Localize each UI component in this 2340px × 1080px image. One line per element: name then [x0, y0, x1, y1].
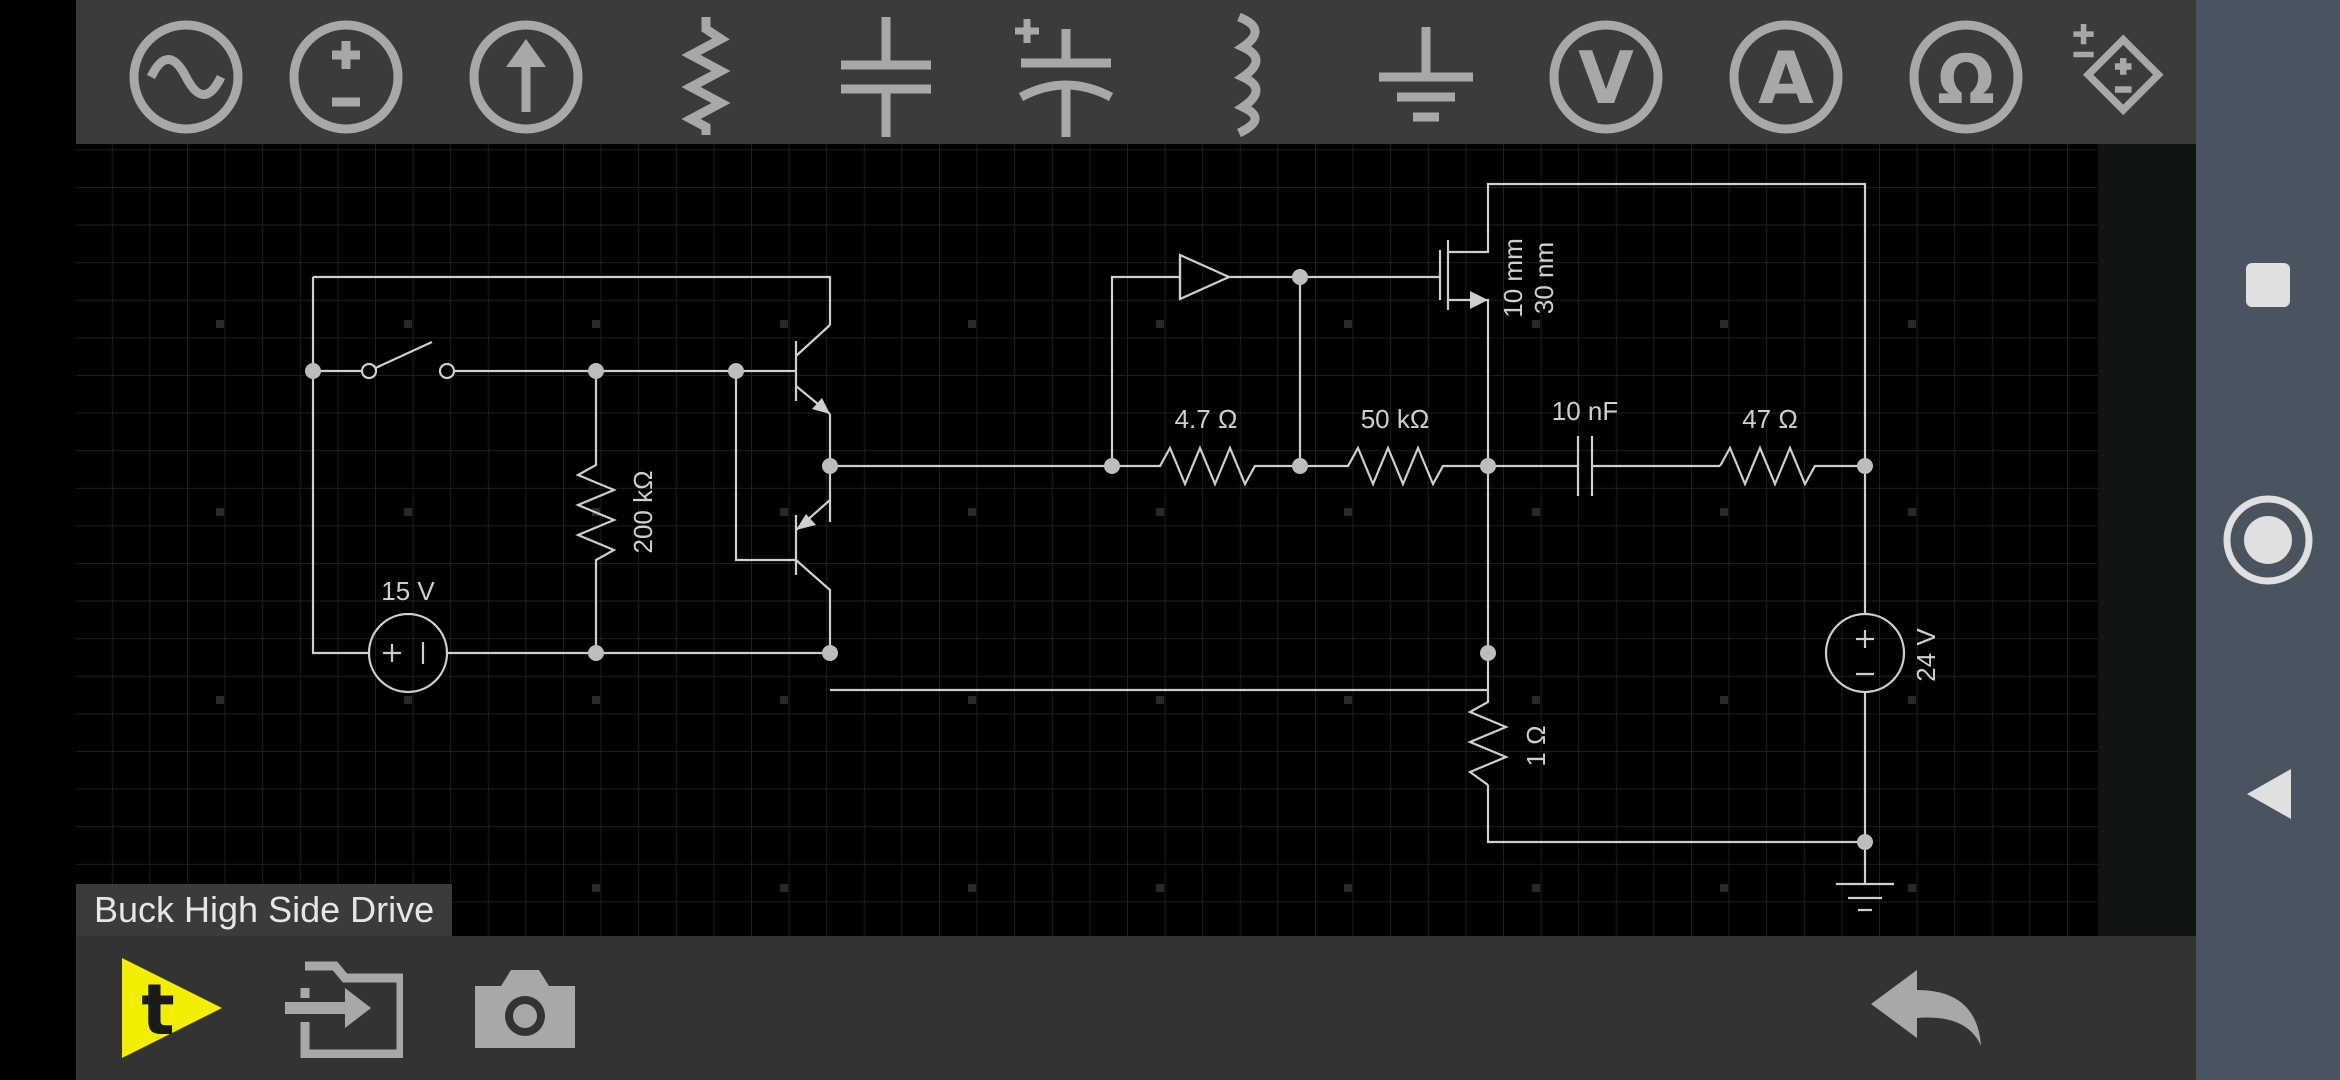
- grid-dot: [968, 320, 976, 328]
- label-200k: 200 kΩ: [628, 470, 658, 553]
- grid-dot: [1908, 320, 1916, 328]
- ohmmeter-tool[interactable]: Ω: [1886, 0, 2046, 144]
- system-navigation-bar: [2196, 0, 2340, 1080]
- label-1-ohm: 1 Ω: [1521, 725, 1551, 766]
- circuit-title: Buck High Side Drive: [76, 884, 453, 936]
- left-edge: [0, 0, 76, 1080]
- grid-dot: [1720, 320, 1728, 328]
- grid-dot: [592, 696, 600, 704]
- ground-icon: [1379, 27, 1473, 122]
- dc-voltage-source-tool[interactable]: [266, 0, 426, 144]
- home-icon: [2223, 495, 2313, 585]
- svg-text:A: A: [1758, 36, 1814, 120]
- dependent-source-icon: [2073, 24, 2164, 116]
- grid-dot: [404, 696, 412, 704]
- label-mosfet-width: 10 mm: [1498, 238, 1528, 317]
- grid-dot: [1532, 884, 1540, 892]
- polarized-capacitor-tool[interactable]: [986, 0, 1146, 144]
- grid-dot: [1156, 696, 1164, 704]
- svg-text:Ω: Ω: [1937, 41, 1995, 120]
- import-button[interactable]: [278, 944, 408, 1072]
- grid-dot: [968, 696, 976, 704]
- label-50k: 50 kΩ: [1361, 404, 1430, 434]
- undo-button[interactable]: [1866, 944, 1990, 1072]
- label-10nf: 10 nF: [1552, 396, 1619, 426]
- grid-dot: [780, 320, 788, 328]
- back-icon: [2247, 769, 2291, 819]
- voltmeter-icon: V: [1549, 20, 1663, 134]
- ammeter-icon: A: [1729, 20, 1843, 134]
- svg-text:V: V: [1578, 36, 1634, 120]
- grid-dot: [1720, 884, 1728, 892]
- grid-dot: [780, 696, 788, 704]
- grid-dot: [592, 320, 600, 328]
- grid-dot: [592, 884, 600, 892]
- grid-dot: [404, 508, 412, 516]
- grid-dot: [1532, 696, 1540, 704]
- ohmmeter-icon: Ω: [1909, 20, 2023, 134]
- label-47-ohm: 47 Ω: [1742, 404, 1798, 434]
- grid-dot: [1156, 884, 1164, 892]
- schematic: 15 V 200 kΩ 4.7 Ω 50 kΩ 10 mm 30 nm 10 n…: [76, 144, 2196, 936]
- bottom-toolbar: [76, 936, 2196, 1080]
- home-button[interactable]: [2196, 468, 2340, 612]
- inductor-icon: [1233, 12, 1261, 137]
- import-folder-icon: [285, 961, 403, 1058]
- resistor-tool[interactable]: [626, 0, 786, 144]
- grid-dot: [1532, 508, 1540, 516]
- undo-arrow-icon: [1871, 970, 1981, 1046]
- grid-dot: [216, 696, 224, 704]
- ac-source-tool[interactable]: [106, 0, 266, 144]
- grid-dot: [1720, 696, 1728, 704]
- grid-dot: [404, 320, 412, 328]
- label-24v: 24 V: [1911, 628, 1941, 682]
- back-button[interactable]: [2196, 722, 2340, 866]
- label-mosfet-length: 30 nm: [1529, 242, 1559, 314]
- grid-dot: [1344, 320, 1352, 328]
- grid-dot: [1720, 508, 1728, 516]
- grid-dot: [1156, 508, 1164, 516]
- grid-dot: [780, 884, 788, 892]
- grid-dot: [1344, 508, 1352, 516]
- ground-tool[interactable]: [1346, 0, 1506, 144]
- current-source-icon: [469, 20, 583, 134]
- run-simulation-icon: t: [122, 958, 222, 1058]
- capacitor-icon: [841, 17, 931, 137]
- grid-dot: [1344, 696, 1352, 704]
- ac-source-icon: [129, 20, 243, 134]
- grid-dot: [1344, 884, 1352, 892]
- grid-dot: [968, 884, 976, 892]
- grid-dot: [216, 508, 224, 516]
- grid-dot: [968, 508, 976, 516]
- current-source-tool[interactable]: [446, 0, 606, 144]
- grid-dot: [1532, 320, 1540, 328]
- label-15v: 15 V: [381, 576, 435, 606]
- grid-dot: [1908, 508, 1916, 516]
- grid-dot: [1908, 884, 1916, 892]
- circuit-canvas[interactable]: 15 V 200 kΩ 4.7 Ω 50 kΩ 10 mm 30 nm 10 n…: [76, 144, 2196, 936]
- run-simulation-button[interactable]: t: [112, 944, 232, 1072]
- inductor-tool[interactable]: [1166, 0, 1326, 144]
- polarized-capacitor-icon: [1015, 19, 1114, 137]
- label-4-7-ohm: 4.7 Ω: [1175, 404, 1238, 434]
- grid-dot: [1908, 696, 1916, 704]
- dc-voltage-source-icon: [289, 20, 403, 134]
- grid-dot: [780, 508, 788, 516]
- grid-dot: [1156, 320, 1164, 328]
- camera-icon: [475, 970, 575, 1048]
- ammeter-tool[interactable]: A: [1706, 0, 1866, 144]
- dependent-source-tool[interactable]: [2066, 0, 2186, 144]
- canvas-scroll-edge: [2098, 144, 2196, 936]
- resistor-icon: [681, 17, 731, 135]
- grid-dot: [216, 320, 224, 328]
- snapshot-button[interactable]: [468, 944, 582, 1072]
- svg-text:t: t: [141, 969, 174, 1051]
- recents-button[interactable]: [2196, 213, 2340, 357]
- recents-icon: [2246, 263, 2290, 307]
- component-toolbar: V A Ω: [76, 0, 2196, 144]
- capacitor-tool[interactable]: [806, 0, 966, 144]
- voltmeter-tool[interactable]: V: [1526, 0, 1686, 144]
